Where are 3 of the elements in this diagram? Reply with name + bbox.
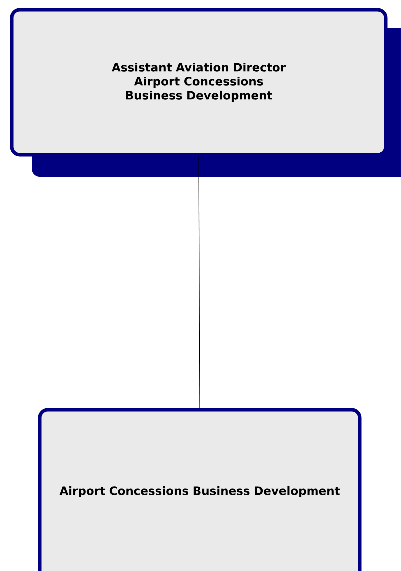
org-box: Assistant Aviation Director Airport Concessions Business Development — [10, 8, 401, 177]
org-box: Airport Concessions Business Development — [38, 408, 362, 571]
connector-line — [198, 156, 200, 409]
